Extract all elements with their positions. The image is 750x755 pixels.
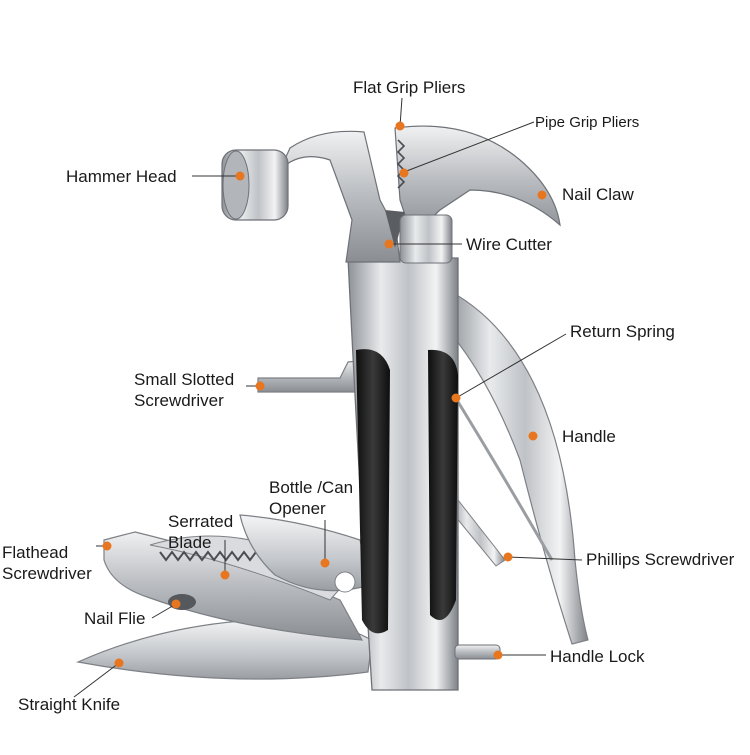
dot-small-slotted xyxy=(255,381,265,391)
dot-bottle xyxy=(320,558,330,568)
label-pipe-grip-pliers: Pipe Grip Pliers xyxy=(535,114,640,131)
label-straight-knife: Straight Knife xyxy=(18,695,121,714)
dot-return-spring xyxy=(451,393,461,403)
label-flat-grip-pliers: Flat Grip Pliers xyxy=(353,78,466,97)
right-handle-shape xyxy=(447,288,589,645)
label-serrated-blade: Serrated Blade xyxy=(168,512,234,552)
dot-nail-file xyxy=(171,599,181,609)
pliers-jaw xyxy=(394,125,561,238)
label-flathead-screwdriver: Flathead Screwdriver xyxy=(2,543,92,583)
dot-flathead xyxy=(102,541,112,551)
left-grip xyxy=(356,349,390,634)
hammer-head-face xyxy=(222,150,250,220)
serrated-teeth xyxy=(159,550,263,562)
label-phillips-screwdriver: Phillips Screwdriver xyxy=(586,550,735,569)
label-hammer-head: Hammer Head xyxy=(66,167,177,186)
label-wire-cutter: Wire Cutter xyxy=(466,235,552,254)
opener-notch xyxy=(334,571,356,593)
dot-pipe-grip xyxy=(399,168,409,178)
right-grip xyxy=(428,349,458,620)
dot-wire-cutter xyxy=(384,239,394,249)
callout-dots xyxy=(102,121,547,668)
label-handle-lock: Handle Lock xyxy=(550,647,645,666)
leader-phillips xyxy=(507,556,583,561)
label-handle: Handle xyxy=(562,427,616,446)
leader-nail-file xyxy=(151,603,177,619)
dot-handle xyxy=(528,431,538,441)
label-nail-file: Nail Flie xyxy=(84,609,146,628)
dot-flat-grip xyxy=(395,121,405,131)
dot-handle-lock xyxy=(493,650,503,660)
label-bottle-can-opener: Bottle /Can Opener xyxy=(269,478,354,518)
return-spring-wire xyxy=(450,391,554,561)
hammer-neck xyxy=(279,130,401,263)
dot-phillips xyxy=(503,552,513,562)
dot-serrated xyxy=(220,570,230,580)
label-return-spring: Return Spring xyxy=(570,322,675,341)
leader-pipe-grip xyxy=(403,121,535,173)
leader-lines xyxy=(73,97,583,698)
leader-straight-knife xyxy=(73,662,120,698)
dot-nail-claw xyxy=(537,190,547,200)
bottle-opener-blade xyxy=(239,514,371,592)
leader-flat-grip xyxy=(399,97,403,127)
dot-straight-knife xyxy=(114,658,124,668)
label-small-slotted-screwdriver: Small Slotted Screwdriver xyxy=(134,370,235,410)
leader-return-spring xyxy=(455,333,567,399)
pliers-teeth xyxy=(396,139,406,189)
dot-hammer-head xyxy=(235,171,245,181)
label-nail-claw: Nail Claw xyxy=(562,185,634,204)
jaw-top-block xyxy=(399,214,453,264)
small-screwdriver-shape xyxy=(257,359,369,393)
handle-lock-shape xyxy=(454,644,501,660)
